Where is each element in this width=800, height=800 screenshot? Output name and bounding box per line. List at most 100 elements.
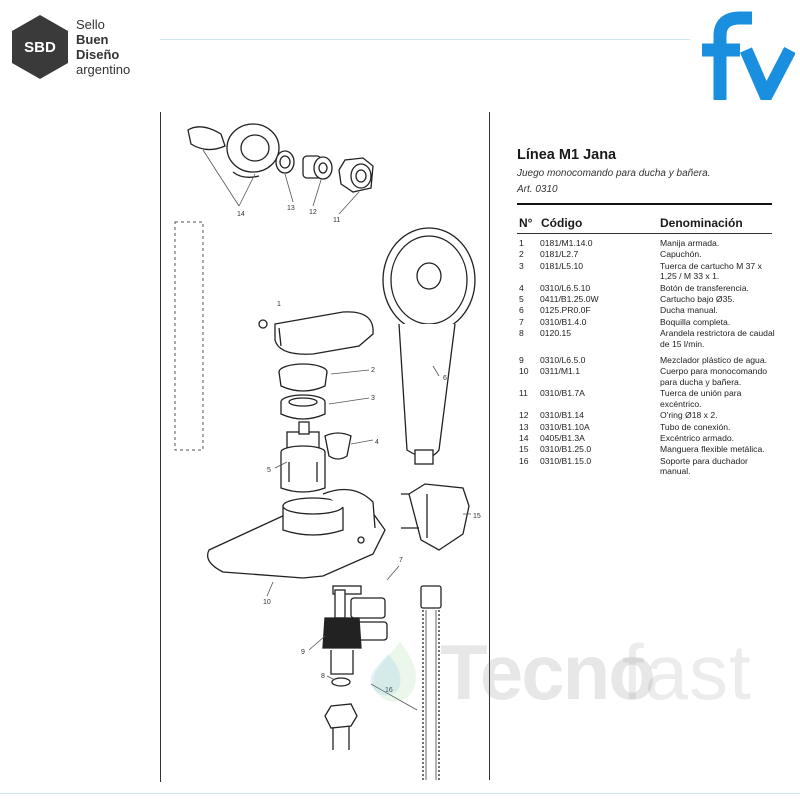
exploded-parts-diagram: 14 13 12 11 1 2 3 4 5 6 7 8 9 10 15 16 [174, 123, 481, 780]
label-12: 12 [309, 209, 317, 216]
table-row: 8 0120.15 Arandela restrictora de caudal d… [517, 328, 779, 349]
row-number: 6 [519, 305, 524, 316]
sbd-line-3: Diseño [76, 47, 120, 62]
part-water-mixer [332, 585, 388, 641]
row-number: 15 [519, 444, 529, 455]
part-flexible-hose [420, 585, 442, 780]
row-name: Excéntrico armado. [660, 432, 735, 443]
row-number: 5 [519, 294, 524, 305]
sbd-line-4: argentino [76, 62, 131, 77]
header-name: Denominación [660, 216, 743, 230]
table-row: 6 0125.PR0.0F Ducha manual. [517, 305, 779, 315]
part-restrictor-washer [331, 677, 351, 687]
footer-divider [0, 793, 800, 794]
part-cartridge [280, 421, 326, 493]
row-number: 3 [519, 260, 524, 271]
diagram-right-border [489, 112, 490, 780]
row-code: 0310/B1.10A [540, 421, 590, 432]
label-15: 15 [473, 513, 481, 520]
label-13: 13 [287, 205, 295, 212]
row-name: O'ring Ø18 x 2. [660, 410, 718, 421]
table-row: 4 0310/L6.5.10 Botón de transferencia. [517, 283, 779, 293]
product-title: Línea M1 Jana [517, 147, 617, 163]
sbd-seal-text: Sello Buen Diseño argentino [76, 17, 130, 77]
part-cartridge-nut [280, 394, 326, 420]
row-name: Mezclador plástico de agua. [660, 355, 768, 366]
row-code: 0310/B1.7A [540, 388, 585, 399]
table-row: 15 0310/B1.25.0 Manguera flexible metálica… [517, 444, 779, 454]
row-code: 0405/B1.3A [540, 432, 585, 443]
row-number: 8 [519, 328, 524, 339]
part-transfer-button [324, 432, 352, 460]
row-number: 4 [519, 282, 524, 293]
row-name: Capuchón. [660, 249, 702, 260]
part-body [206, 488, 386, 579]
part-connection-tube [275, 150, 295, 174]
row-code: 0120.15 [540, 328, 572, 339]
label-6: 6 [443, 375, 447, 382]
product-article: Art. 0310 [517, 184, 558, 195]
header-code: Código [541, 216, 583, 230]
row-number: 7 [519, 316, 524, 327]
row-name: Ducha manual. [660, 305, 718, 316]
row-name: Cuerpo para monocomando para ducha y bañ… [660, 366, 768, 387]
fv-brand-logo: fv [702, 11, 795, 100]
sbd-seal-logo: SBD [12, 15, 68, 79]
table-row: 14 0405/B1.3A Excéntrico armado. [517, 433, 779, 443]
label-5: 5 [267, 467, 271, 474]
label-4: 4 [375, 439, 379, 446]
product-subtitle: Juego monocomando para ducha y bañera. [517, 168, 711, 179]
label-16: 16 [385, 687, 393, 694]
row-number: 9 [519, 355, 524, 366]
label-11: 11 [333, 217, 340, 224]
row-code: 0310/B1.15.0 [540, 455, 592, 466]
row-number: 12 [519, 410, 529, 421]
label-8: 8 [321, 673, 325, 680]
row-code: 0310/L6.5.10 [540, 282, 591, 293]
row-code: 0181/M1.14.0 [540, 238, 593, 248]
sbd-badge-text: SBD [24, 39, 56, 56]
watermark-fast: fast [622, 628, 752, 716]
row-number: 11 [519, 388, 528, 399]
row-code: 0310/B1.4.0 [540, 316, 587, 327]
label-9: 9 [301, 649, 305, 656]
row-number: 1 [519, 238, 524, 248]
row-name: Cartucho bajo Ø35. [660, 294, 735, 305]
table-row: 3 0181/L5.10 Tuerca de cartucho M 37 x 1,2… [517, 261, 779, 282]
part-union-nut [338, 157, 374, 193]
header-number: N° [519, 216, 533, 230]
row-name: Manguera flexible metálica. [660, 444, 765, 455]
part-hand-shower [382, 227, 476, 465]
row-code: 0310/B1.14 [540, 410, 584, 421]
row-name: Tubo de conexión. [660, 421, 731, 432]
row-code: 0181/L5.10 [540, 260, 584, 271]
row-name: Botón de transferencia. [660, 282, 749, 293]
table-row: 12 0310/B1.14 O'ring Ø18 x 2. [517, 410, 779, 420]
row-number: 16 [519, 455, 529, 466]
row-name: Tuerca de cartucho M 37 x 1,25 / M 33 x … [660, 260, 762, 282]
watermark-drop-icon [370, 642, 416, 702]
row-name: Arandela restrictora de caudal de 15 l/m… [660, 328, 775, 349]
header-divider [160, 39, 690, 40]
row-name: Soporte para duchador manual. [660, 455, 748, 477]
sbd-line-1: Sello [76, 17, 105, 32]
label-10: 10 [263, 599, 271, 606]
table-header-rule [517, 233, 772, 234]
row-code: 0125.PR0.0F [540, 305, 591, 316]
part-handle [258, 311, 374, 355]
row-name: Boquilla completa. [660, 316, 731, 327]
row-code: 0310/B1.25.0 [540, 444, 592, 455]
part-excentric [187, 123, 280, 178]
row-code: 0311/M1.1 [540, 366, 580, 377]
row-number: 14 [519, 432, 529, 443]
row-number: 2 [519, 249, 524, 260]
label-1: 1 [277, 301, 281, 308]
table-top-rule [517, 203, 772, 205]
